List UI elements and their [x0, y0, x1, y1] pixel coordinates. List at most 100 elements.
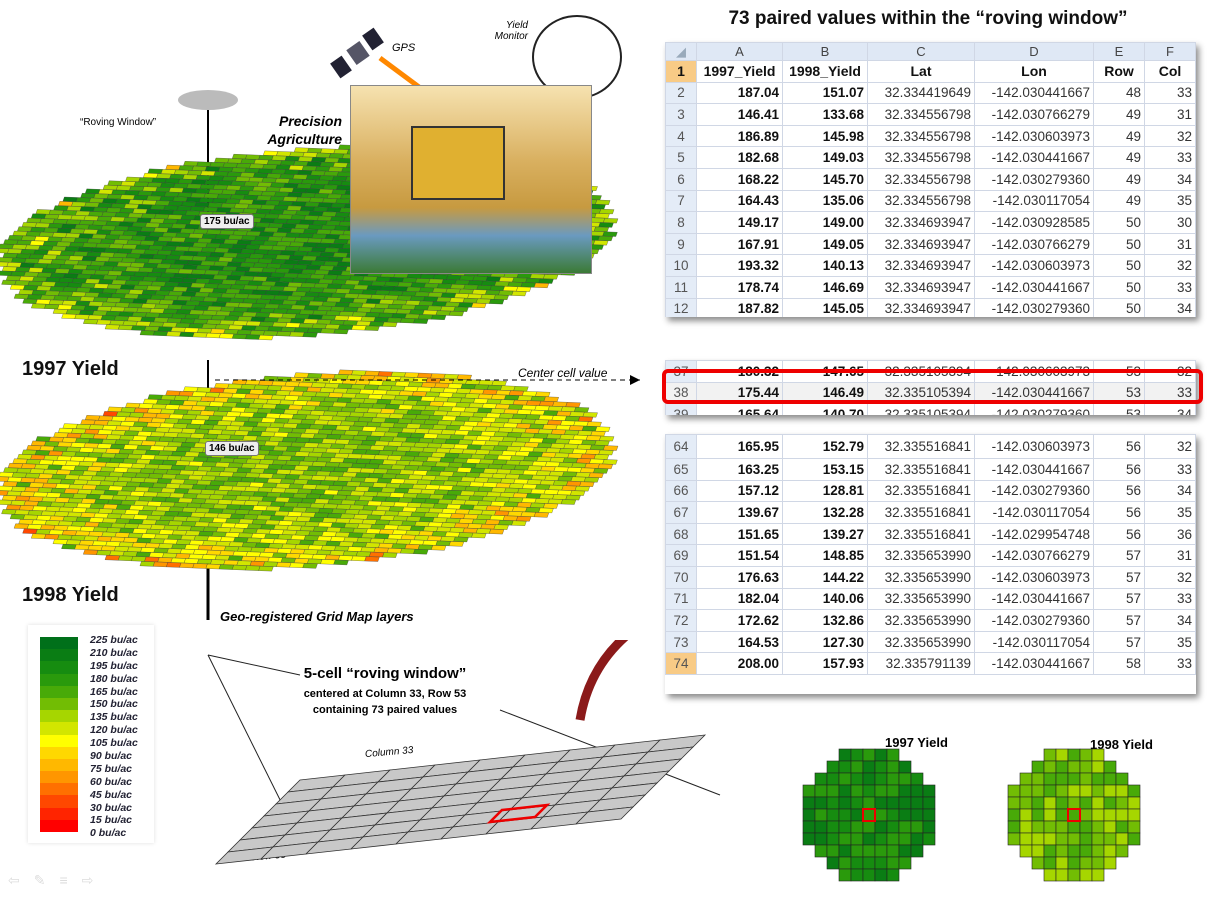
- cell[interactable]: 32.334556798: [867, 146, 975, 169]
- cell[interactable]: -142.030117054: [974, 501, 1094, 524]
- cell[interactable]: 35: [1144, 630, 1196, 654]
- cell[interactable]: 57: [1093, 544, 1145, 567]
- row-number[interactable]: 74: [665, 652, 697, 675]
- cell[interactable]: 48: [1093, 81, 1145, 105]
- cell[interactable]: 53: [1093, 381, 1145, 405]
- row-number[interactable]: 69: [665, 544, 697, 567]
- cell[interactable]: 145.05: [782, 297, 868, 317]
- cell[interactable]: -142.030441667: [974, 458, 1094, 481]
- cell[interactable]: 49: [1093, 189, 1145, 213]
- cell[interactable]: 151.65: [696, 522, 783, 546]
- cell[interactable]: 34: [1144, 297, 1196, 317]
- cell[interactable]: 132.86: [782, 609, 868, 632]
- cell[interactable]: Lon: [974, 60, 1094, 83]
- cell[interactable]: 187.04: [696, 81, 783, 105]
- cell[interactable]: 34: [1144, 479, 1196, 503]
- cell[interactable]: -142.030441667: [974, 381, 1094, 405]
- cell[interactable]: -142.030441667: [974, 587, 1094, 611]
- cell[interactable]: 49: [1093, 167, 1145, 191]
- cell[interactable]: 56: [1093, 479, 1145, 503]
- cell[interactable]: 32.335791139: [867, 652, 975, 675]
- row-number[interactable]: 6: [665, 167, 697, 191]
- row-number[interactable]: 11: [665, 275, 697, 299]
- cell[interactable]: 164.53: [696, 630, 783, 654]
- row-number[interactable]: 10: [665, 254, 697, 277]
- row-number[interactable]: 4: [665, 124, 697, 148]
- cell[interactable]: 157.12: [696, 479, 783, 503]
- cell[interactable]: -142.030603973: [974, 124, 1094, 148]
- cell[interactable]: 49: [1093, 146, 1145, 169]
- cell[interactable]: 149.17: [696, 211, 783, 234]
- cell[interactable]: 144.22: [782, 565, 868, 589]
- cell[interactable]: 32.335516841: [867, 479, 975, 503]
- cell[interactable]: 32.334419649: [867, 81, 975, 105]
- cell[interactable]: 50: [1093, 232, 1145, 256]
- select-all-corner[interactable]: ◢: [665, 42, 697, 61]
- cell[interactable]: 140.13: [782, 254, 868, 277]
- cell[interactable]: 149.05: [782, 232, 868, 256]
- row-number[interactable]: 12: [665, 297, 697, 317]
- cell[interactable]: 32.335516841: [867, 458, 975, 481]
- cell[interactable]: 208.00: [696, 652, 783, 675]
- cell[interactable]: 30: [1144, 211, 1196, 234]
- cell[interactable]: 132.28: [782, 501, 868, 524]
- cell[interactable]: 32.334693947: [867, 297, 975, 317]
- cell[interactable]: -142.030279360: [974, 609, 1094, 632]
- cell[interactable]: 32.335653990: [867, 544, 975, 567]
- cell[interactable]: 32: [1144, 565, 1196, 589]
- cell[interactable]: 167.91: [696, 232, 783, 256]
- cell[interactable]: -142.030441667: [974, 275, 1094, 299]
- cell[interactable]: -142.030441667: [974, 652, 1094, 675]
- cell[interactable]: 32.334556798: [867, 103, 975, 126]
- cell[interactable]: 57: [1093, 630, 1145, 654]
- cell[interactable]: 32.335516841: [867, 522, 975, 546]
- cell[interactable]: 35: [1144, 501, 1196, 524]
- cell[interactable]: 140.06: [782, 587, 868, 611]
- row-number[interactable]: 65: [665, 458, 697, 481]
- cell[interactable]: -142.030279360: [974, 167, 1094, 191]
- cell[interactable]: 178.74: [696, 275, 783, 299]
- cell[interactable]: Row: [1093, 60, 1145, 83]
- cell[interactable]: Lat: [867, 60, 975, 83]
- cell[interactable]: -142.030603973: [974, 254, 1094, 277]
- cell[interactable]: 31: [1144, 544, 1196, 567]
- cell[interactable]: 164.43: [696, 189, 783, 213]
- cell[interactable]: 35: [1144, 189, 1196, 213]
- cell[interactable]: 157.93: [782, 652, 868, 675]
- cell[interactable]: 50: [1093, 211, 1145, 234]
- cell[interactable]: 151.54: [696, 544, 783, 567]
- cell[interactable]: 148.85: [782, 544, 868, 567]
- cell[interactable]: 36: [1144, 522, 1196, 546]
- cell[interactable]: -142.030766279: [974, 103, 1094, 126]
- cell[interactable]: 149.00: [782, 211, 868, 234]
- row-number[interactable]: 3: [665, 103, 697, 126]
- cell[interactable]: 135.06: [782, 189, 868, 213]
- cell[interactable]: 49: [1093, 103, 1145, 126]
- cell[interactable]: 139.67: [696, 501, 783, 524]
- row-number[interactable]: 66: [665, 479, 697, 503]
- row-number[interactable]: 38: [665, 381, 697, 405]
- cell[interactable]: -142.029954748: [974, 522, 1094, 546]
- cell[interactable]: 128.81: [782, 479, 868, 503]
- cell[interactable]: 153.15: [782, 458, 868, 481]
- cell[interactable]: 33: [1144, 652, 1196, 675]
- cell[interactable]: 139.27: [782, 522, 868, 546]
- cell[interactable]: 34: [1144, 609, 1196, 632]
- cell[interactable]: 165.95: [696, 434, 783, 459]
- cell[interactable]: 32.334556798: [867, 124, 975, 148]
- cell[interactable]: -142.030441667: [974, 81, 1094, 105]
- cell[interactable]: 193.32: [696, 254, 783, 277]
